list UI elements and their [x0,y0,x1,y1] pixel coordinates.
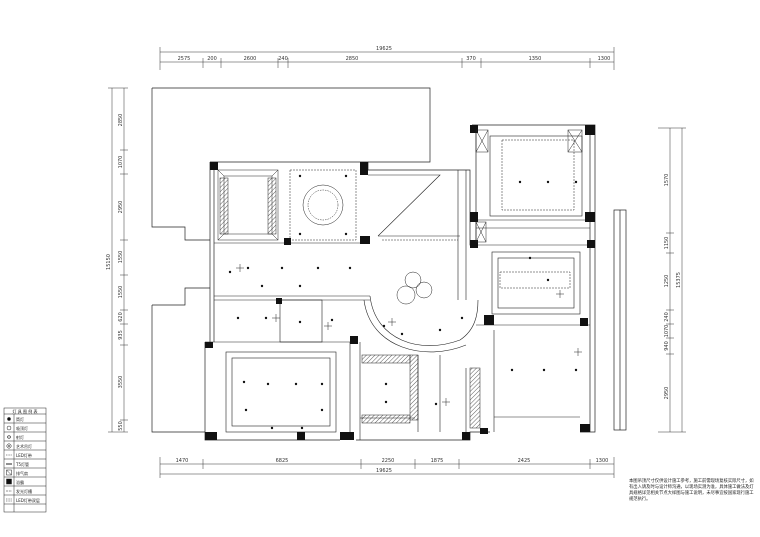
left-segment-4: 1550 [118,251,124,264]
downlights [228,174,578,430]
top-segment-3: 2600 [244,56,257,62]
legend-item-9: 发光灯槽 [16,488,32,494]
left-segment-1: 2850 [118,114,124,127]
legend-item-8: 浴霸 [16,479,24,485]
legend-table [3,407,47,513]
legend-labels: 筒灯 吸顶灯 射灯 艺术吊灯 LED灯带 T5灯管 排气扇 浴霸 发光灯槽 LE… [15,416,40,503]
drawing-notes: 本图吊顶尺寸仅供设计施工参考，施工前需现场复核实际尺寸，如有出入请及时与设计师沟… [629,479,754,502]
ceiling-features [289,139,575,305]
bottom-total-dimension: 19625 [376,468,392,474]
bottom-segment-1: 1470 [176,458,189,464]
legend-item-3: 射灯 [16,434,24,440]
wardrobes [217,129,583,429]
top-segment-7: 1350 [529,56,542,62]
right-segment-4: 240 [664,312,670,322]
legend-item-6: T5灯管 [15,461,29,467]
left-segment-2: 1070 [118,156,124,169]
legend-item-1: 筒灯 [16,416,24,422]
bottom-segment-3: 2250 [382,458,395,464]
right-segment-labels: 1570 1150 1250 240 1070 940 2950 [664,174,670,400]
structural-columns [205,125,595,440]
legend-item-5: LED灯带 [16,452,32,458]
left-segment-5: 1550 [118,286,124,299]
building-outline [151,87,627,441]
right-segment-3: 1250 [664,275,670,288]
legend-item-10: LED灯带双层 [16,497,40,503]
top-segment-1: 2575 [178,56,191,62]
bottom-segment-labels: 1470 6825 2250 1875 2425 1300 [176,458,609,464]
right-segment-6: 940 [664,341,670,351]
left-segment-3: 2950 [118,201,124,214]
legend-symbols [6,417,12,502]
bottom-segment-6: 1300 [596,458,609,464]
bottom-dimension-chain [159,457,615,478]
right-segment-2: 1150 [664,237,670,250]
top-dimension-chain [159,47,615,70]
right-segment-7: 2950 [664,387,670,400]
top-segment-8: 1300 [598,56,611,62]
left-segment-7: 935 [118,330,124,340]
left-segment-6: 620 [118,312,124,322]
left-segment-9: 550 [118,421,124,431]
spot-light-marks [236,264,582,406]
legend-item-7: 排气扇 [16,470,28,476]
bottom-segment-2: 6825 [276,458,289,464]
bottom-segment-4: 1875 [431,458,444,464]
top-total-dimension: 19625 [376,46,392,52]
bottom-segment-5: 2425 [518,458,531,464]
top-segment-6: 370 [466,56,476,62]
right-total-dimension: 15375 [676,272,682,288]
legend-title: 灯 具 图 例 表 [12,408,37,414]
top-segment-2: 200 [207,56,217,62]
top-segment-labels: 2575 200 2600 240 2850 370 1350 1300 [178,56,611,62]
left-segment-8: 3550 [118,376,124,389]
left-segment-labels: 2850 1070 2950 1550 1550 620 935 3550 55… [118,114,124,431]
legend-item-2: 吸顶灯 [16,425,28,431]
right-segment-5: 1070 [664,325,670,338]
left-total-dimension: 15150 [106,254,112,270]
right-segment-1: 1570 [664,174,670,187]
top-segment-5: 2850 [346,56,359,62]
right-dimension-chain [658,127,686,433]
top-segment-4: 240 [278,56,288,62]
legend-item-4: 艺术吊灯 [16,443,32,449]
left-dimension-chain [108,87,128,433]
